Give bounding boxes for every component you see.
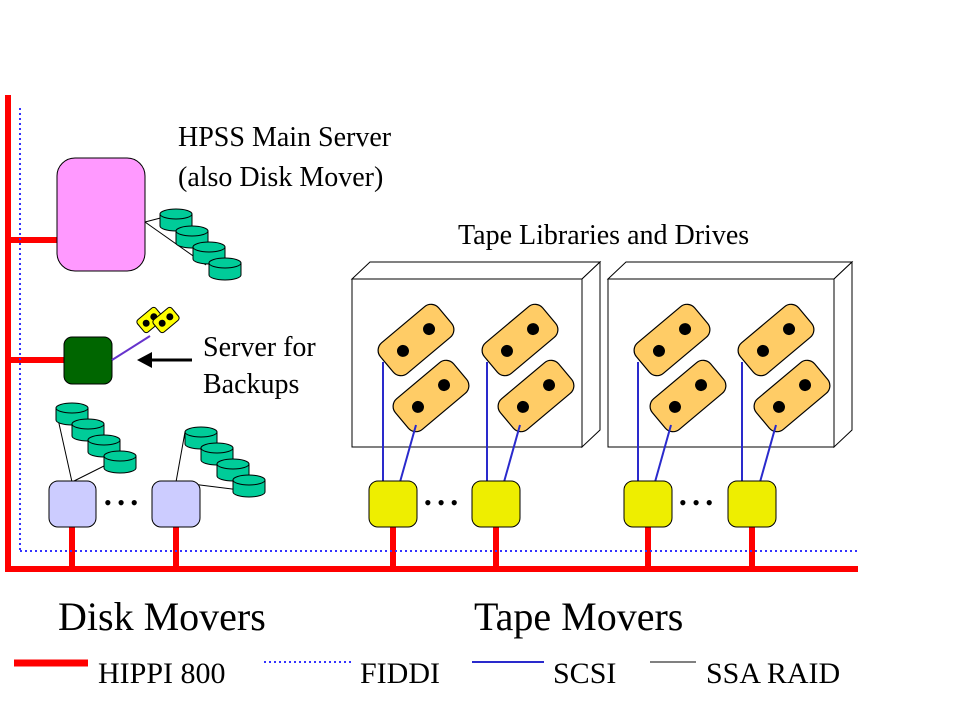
tape-movers-ellipsis-1: • • • (424, 490, 458, 515)
hippi-network (5, 95, 858, 572)
disk-icon (103, 450, 137, 474)
tape-movers-ellipsis-2: • • • (679, 490, 713, 515)
backup-label-line2: Backups (203, 369, 299, 400)
backup-tape-icon (136, 306, 180, 334)
legend-label-hippi: HIPPI 800 (98, 657, 226, 690)
tape-mover-2 (471, 480, 521, 528)
tape-libraries-label: Tape Libraries and Drives (458, 220, 749, 251)
disk-mover-1 (48, 480, 97, 528)
tape-library-1 (350, 260, 602, 449)
legend-label-scsi: SCSI (553, 657, 616, 690)
hpss-main-server (56, 157, 242, 281)
scsi-links (382, 362, 777, 483)
disk-movers-label: Disk Movers (58, 594, 266, 639)
tape-mover-4 (727, 480, 777, 528)
tape-library-2 (606, 260, 854, 449)
tape-mover-1 (368, 480, 418, 528)
disk-array-1 (55, 402, 137, 483)
main-server-label-line1: HPSS Main Server (178, 122, 392, 153)
disk-movers-ellipsis: • • • (104, 490, 138, 515)
disk-icon (232, 474, 266, 498)
backup-server (63, 306, 180, 385)
main-server-label-line2: (also Disk Mover) (178, 162, 383, 193)
legend-label-fiddi: FIDDI (360, 657, 440, 690)
arrow-left-icon (137, 352, 192, 368)
tape-movers-label: Tape Movers (474, 594, 683, 639)
legend-label-ssa-raid: SSA RAID (706, 657, 840, 690)
disk-mover-2 (151, 480, 201, 528)
legend: HIPPI 800 FIDDI SCSI SSA RAID (14, 657, 840, 690)
backup-label-line1: Server for (203, 332, 316, 363)
disk-icon (208, 257, 242, 281)
tape-mover-3 (623, 480, 673, 528)
fiddi-network (19, 108, 858, 552)
